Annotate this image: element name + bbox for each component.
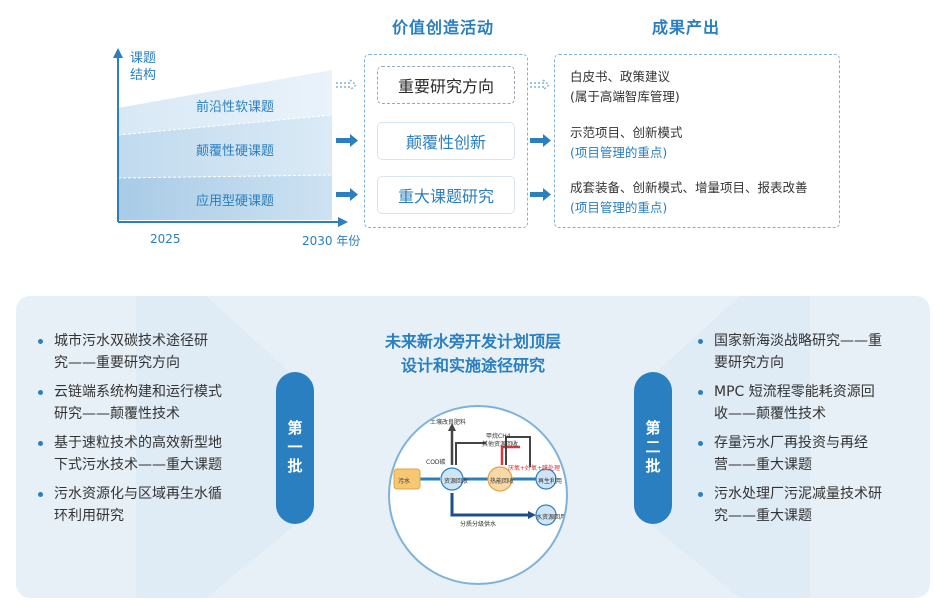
list-item: 污水处理厂污泥减量技术研究——重大课题 <box>694 483 924 527</box>
output-1-title: 白皮书、政策建议 <box>570 69 671 84</box>
process-circle: 土壤改良肥料 甲烷CH4 其他资源回收 COD碳 污水 资源回收 热能回收 厌氧… <box>388 405 568 585</box>
chart-arrows <box>336 79 358 201</box>
output-3-note: (项目管理的重点) <box>570 200 668 215</box>
band-label-applied: 应用型硬课题 <box>196 194 275 209</box>
panel-wedges <box>136 296 810 598</box>
y-axis-label: 课题 结构 <box>130 51 157 83</box>
bullet-icon <box>38 492 43 497</box>
list-item: 云链端系统构建和运行模式研究——颠覆性技术 <box>34 381 270 425</box>
activity-disruptive: 颠覆性创新 <box>377 122 515 160</box>
batch2-pill: 第二批 <box>634 372 672 524</box>
bullet-icon <box>698 339 703 344</box>
band-label-disruptive: 颠覆性硬课题 <box>196 144 275 159</box>
circle-label-res1: 资源回收 <box>444 478 469 485</box>
list-item: 国家新海淡战略研究——重要研究方向 <box>694 330 924 374</box>
list-item: 存量污水厂再投资与再经营——重大课题 <box>694 432 924 476</box>
list-item: 污水资源化与区域再生水循环利用研究 <box>34 483 270 527</box>
circle-label-recycled: 再生利用 <box>538 478 563 485</box>
batch2-list: 国家新海淡战略研究——重要研究方向 MPC 短流程零能耗资源回收——颠覆性技术 … <box>694 330 924 534</box>
output-1-note: (属于高端智库管理) <box>570 89 680 104</box>
activity-arrows <box>530 79 551 201</box>
activity-major-topics: 重大课题研究 <box>377 176 515 214</box>
band-frontier <box>118 70 332 135</box>
activity-important-direction: 重要研究方向 <box>377 66 515 104</box>
process-flow-diagram <box>393 423 557 526</box>
output-3-title: 成套装备、创新模式、增量项目、报表改善 <box>570 180 808 195</box>
circle-label-top: 土壤改良肥料 <box>430 419 467 426</box>
batch1-pill: 第一批 <box>276 372 314 524</box>
list-item: MPC 短流程零能耗资源回收——颠覆性技术 <box>694 381 924 425</box>
activities-container <box>364 54 528 228</box>
bullet-icon <box>38 390 43 395</box>
circle-label-other: 其他资源回收 <box>482 441 519 448</box>
output-header: 成果产出 <box>652 18 721 37</box>
output-2-title: 示范项目、创新模式 <box>570 125 683 140</box>
x-axis-start: 2025 <box>150 232 181 246</box>
bullet-icon <box>38 441 43 446</box>
circle-label-flow: 厌氧+好氧+膜处理 <box>508 465 561 472</box>
solid-arrow <box>336 134 358 201</box>
list-item: 城市污水双碳技术途径研究——重要研究方向 <box>34 330 270 374</box>
batch1-list: 城市污水双碳技术途径研究——重要研究方向 云链端系统构建和运行模式研究——颠覆性… <box>34 330 270 534</box>
circle-label-sewage: 污水 <box>398 478 411 485</box>
center-title: 未来新水旁开发计划顶层 设计和实施途径研究 <box>384 332 561 375</box>
bullet-icon <box>698 441 703 446</box>
output-2-note: (项目管理的重点) <box>570 145 668 160</box>
bullet-icon <box>38 339 43 344</box>
band-disruptive <box>118 115 332 178</box>
bullet-icon <box>698 390 703 395</box>
structure-chart <box>113 48 348 227</box>
band-label-frontier: 前沿性软课题 <box>196 100 275 115</box>
list-item: 基于速粒技术的高效新型地下式污水技术——重大课题 <box>34 432 270 476</box>
circle-label-bottom: 分质分级供水 <box>460 521 497 528</box>
circle-label-res2: 热能回收 <box>490 478 515 485</box>
bullet-icon <box>698 492 703 497</box>
value-activity-header: 价值创造活动 <box>392 18 495 37</box>
circle-label-ch4: 甲烷CH4 <box>486 433 511 440</box>
x-axis-end: 2030 年份 <box>302 234 361 248</box>
dashed-arrow <box>336 79 358 91</box>
circle-label-cod: COD碳 <box>426 459 446 466</box>
circle-label-water: 水资源回用 <box>536 514 567 521</box>
band-applied <box>118 175 332 220</box>
outputs-container <box>554 54 840 228</box>
